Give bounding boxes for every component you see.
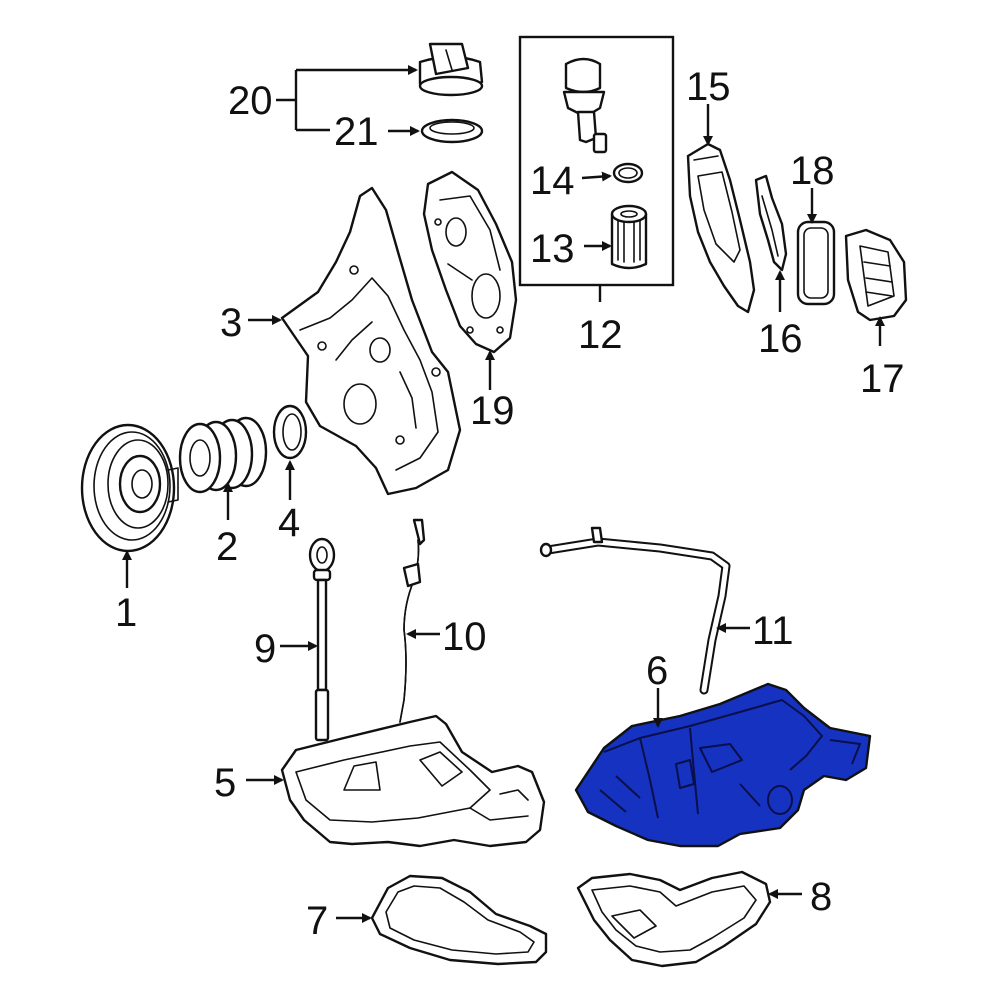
part-7-oil-pan-gasket[interactable] xyxy=(370,874,548,966)
callout-8[interactable]: 8 xyxy=(810,875,832,919)
part-4-crankshaft-seal[interactable] xyxy=(272,404,308,460)
part-20-oil-filler-cap[interactable] xyxy=(418,42,484,97)
part-21-seal-ring[interactable] xyxy=(420,118,484,144)
part-9-dipstick[interactable] xyxy=(308,537,336,742)
callout-20[interactable]: 20 xyxy=(228,79,273,123)
callout-9[interactable]: 9 xyxy=(254,627,276,671)
part-15-oil-cooler-housing[interactable] xyxy=(686,142,756,314)
callout-11[interactable]: 11 xyxy=(752,609,794,653)
part-17-oil-cooler[interactable] xyxy=(844,228,908,322)
part-12-group-box xyxy=(518,35,675,287)
part-1-crankshaft-pulley[interactable] xyxy=(80,423,179,553)
callout-19[interactable]: 19 xyxy=(470,389,515,433)
callout-14[interactable]: 14 xyxy=(530,159,575,203)
callout-6[interactable]: 6 xyxy=(646,649,668,693)
part-18-seal[interactable] xyxy=(796,220,836,306)
callout-5[interactable]: 5 xyxy=(214,761,236,805)
part-10-dipstick-tube[interactable] xyxy=(399,518,426,723)
part-11-oil-tube[interactable] xyxy=(539,526,731,695)
callout-21[interactable]: 21 xyxy=(334,110,379,154)
callout-7[interactable]: 7 xyxy=(306,899,328,943)
part-13-oil-filter-element[interactable] xyxy=(610,204,648,270)
part-14-o-ring[interactable] xyxy=(612,162,644,184)
callout-labels: 20 21 15 14 13 12 18 16 17 3 19 2 4 1 9 … xyxy=(115,65,905,943)
callout-1[interactable]: 1 xyxy=(115,591,137,635)
callout-17[interactable]: 17 xyxy=(860,357,905,401)
callout-13[interactable]: 13 xyxy=(530,227,575,271)
part-12-filter-housing[interactable] xyxy=(562,57,608,154)
callout-4[interactable]: 4 xyxy=(278,501,300,545)
part-8-oil-pan-lower[interactable] xyxy=(576,870,772,968)
callout-2[interactable]: 2 xyxy=(216,525,238,569)
leader-lines xyxy=(122,65,885,923)
callout-15[interactable]: 15 xyxy=(686,65,731,109)
callout-3[interactable]: 3 xyxy=(220,301,242,345)
part-19-cover-plate[interactable] xyxy=(422,170,518,354)
part-5-oil-pan-upper[interactable] xyxy=(280,714,546,848)
callout-16[interactable]: 16 xyxy=(758,317,803,361)
callout-10[interactable]: 10 xyxy=(442,615,487,659)
part-6-oil-pan-highlighted[interactable] xyxy=(574,682,872,848)
part-16-gasket[interactable] xyxy=(754,174,788,272)
part-3-timing-cover[interactable] xyxy=(280,186,462,496)
part-2-pulley[interactable] xyxy=(178,416,268,494)
callout-18[interactable]: 18 xyxy=(790,149,835,193)
callout-12[interactable]: 12 xyxy=(578,313,623,357)
part-6-body xyxy=(574,682,872,848)
